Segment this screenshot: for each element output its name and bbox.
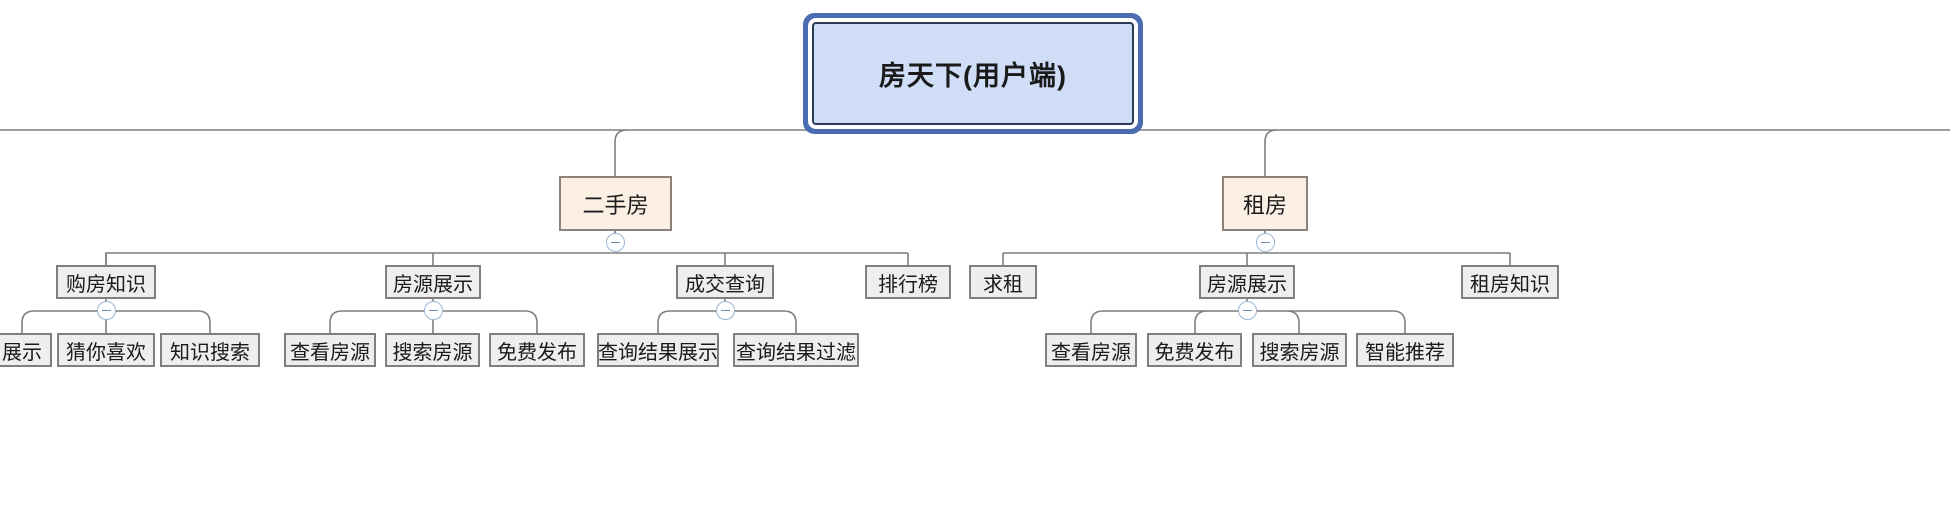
leaf-node[interactable]: 搜索房源: [385, 333, 480, 367]
leaf-node[interactable]: 展示: [0, 333, 52, 367]
collapse-toggle-zufang[interactable]: [1255, 232, 1275, 252]
collapse-toggle-goufangzhishi[interactable]: [96, 300, 116, 320]
leaf-node[interactable]: 查看房源: [1045, 333, 1137, 367]
collapse-toggle-chengjiao[interactable]: [715, 300, 735, 320]
leaf-node[interactable]: 查看房源: [284, 333, 376, 367]
leaf-node[interactable]: 查询结果过滤: [733, 333, 859, 367]
collapse-toggle-fys_zufang[interactable]: [1237, 300, 1257, 320]
leaf-node[interactable]: 免费发布: [1147, 333, 1242, 367]
collapse-toggle-fys_ershou[interactable]: [423, 300, 443, 320]
node-ershoufang[interactable]: 二手房: [559, 176, 672, 231]
node-paihangbang[interactable]: 排行榜: [865, 265, 951, 299]
node-zufang[interactable]: 租房: [1222, 176, 1308, 231]
leaf-node[interactable]: 查询结果展示: [597, 333, 719, 367]
node-zufangzhishi[interactable]: 租房知识: [1461, 265, 1559, 299]
node-chengjiao[interactable]: 成交查询: [676, 265, 774, 299]
node-qiuzu[interactable]: 求租: [969, 265, 1037, 299]
node-goufangzhishi[interactable]: 购房知识: [56, 265, 156, 299]
collapse-toggle-ershoufang[interactable]: [606, 232, 625, 252]
node-fys_zufang[interactable]: 房源展示: [1199, 265, 1295, 299]
node-root[interactable]: 房天下(用户端): [812, 22, 1134, 125]
node-fys_ershou[interactable]: 房源展示: [385, 265, 481, 299]
leaf-node[interactable]: 搜索房源: [1252, 333, 1347, 367]
leaf-node[interactable]: 猜你喜欢: [57, 333, 155, 367]
leaf-node[interactable]: 知识搜索: [160, 333, 260, 367]
leaf-node[interactable]: 智能推荐: [1356, 333, 1454, 367]
leaf-node[interactable]: 免费发布: [489, 333, 585, 367]
